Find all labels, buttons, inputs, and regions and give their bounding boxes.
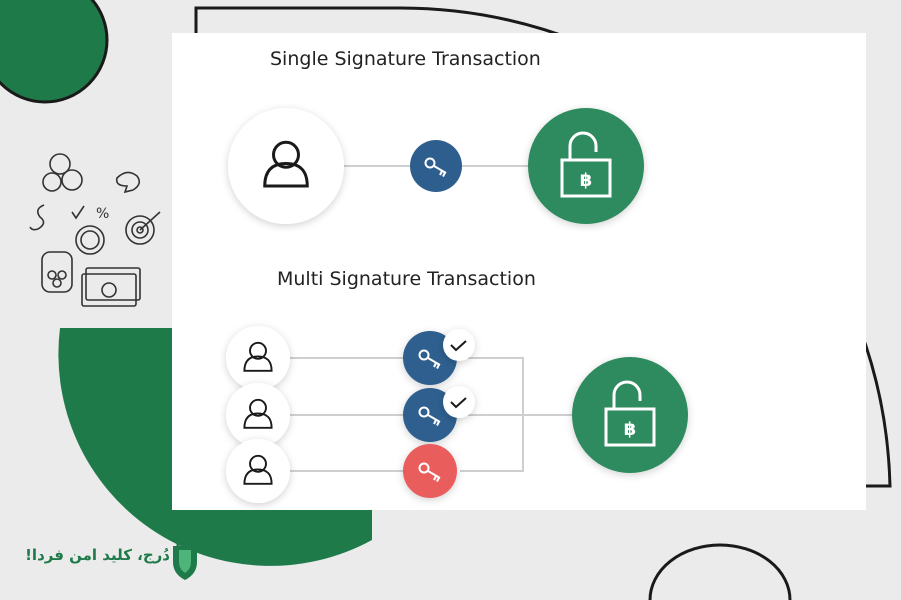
single-user-icon <box>228 108 344 224</box>
coin-icon <box>49 153 71 175</box>
bitcoin-coin-icon <box>75 225 105 255</box>
check-icon <box>71 205 85 220</box>
jar-icon <box>41 251 73 293</box>
multi-signature-title: Multi Signature Transaction <box>277 268 536 290</box>
percent-icon: % <box>96 206 109 222</box>
check-badge <box>443 329 475 361</box>
multi-user-icon-1 <box>226 326 290 390</box>
single-key-icon <box>410 140 462 192</box>
multi-key-icon-1 <box>403 329 475 385</box>
finance-doodles: % <box>29 153 161 307</box>
bottom-arc <box>648 543 792 600</box>
multi-lock-icon <box>572 357 688 473</box>
single-lock-icon <box>528 108 644 224</box>
coin-icon <box>42 172 62 192</box>
multi-key-icon-3 <box>403 444 457 498</box>
brand-logo: دُرج، کلید امن فردا! <box>20 532 200 582</box>
single-signature-title: Single Signature Transaction <box>270 48 541 70</box>
banknote-icon <box>85 267 141 301</box>
check-badge <box>443 386 475 418</box>
coin-icon <box>61 169 83 191</box>
dollar-icon <box>29 204 45 231</box>
check-icon <box>450 340 467 352</box>
speech-bubble-icon <box>115 171 141 194</box>
check-icon <box>450 397 467 409</box>
multi-user-icon-2 <box>226 383 290 447</box>
multi-key-icon-2 <box>403 386 475 442</box>
shield-lock-icon <box>173 532 197 580</box>
multi-user-icon-3 <box>226 439 290 503</box>
brand-tagline: دُرج، کلید امن فردا! <box>25 546 170 564</box>
top-left-green-circle <box>0 0 109 104</box>
target-icon <box>125 215 155 245</box>
